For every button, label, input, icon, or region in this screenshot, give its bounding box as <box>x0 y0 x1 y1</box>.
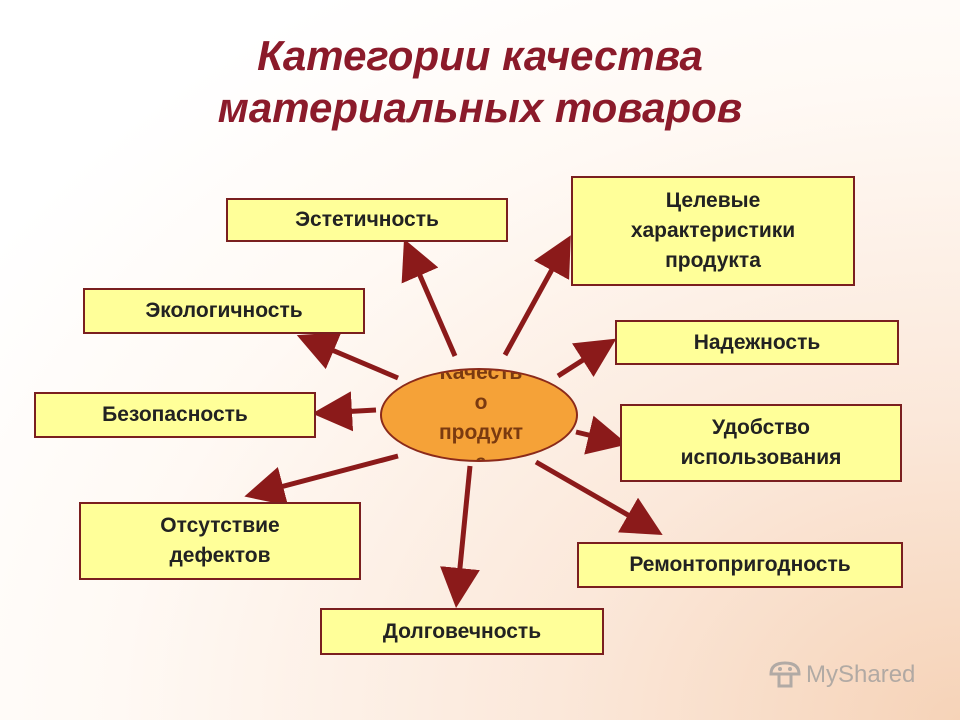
mushroom-logo-icon <box>769 661 801 688</box>
center-line-3: продукт <box>438 421 524 444</box>
node-target-line-3: продукта <box>665 249 761 272</box>
title-line-2: материальных товаров <box>217 84 743 131</box>
arrow-durability <box>440 465 480 608</box>
arrow-repairability <box>534 459 663 535</box>
node-aesthetics: Эстетичность <box>226 198 508 242</box>
node-defects-line-2: дефектов <box>169 544 271 567</box>
node-target-line-1: Целевые <box>665 189 761 212</box>
node-target-line-2: характеристики <box>630 219 796 242</box>
title-line-1: Категории качества <box>257 32 703 79</box>
node-repairability-label: Ремонтопригодность <box>629 553 851 576</box>
arrow-ecology <box>296 332 399 381</box>
node-no-defects: Отсутствие дефектов <box>79 502 361 580</box>
arrow-safety <box>312 391 377 432</box>
page-title: Категории качества материальных товаров <box>0 30 960 134</box>
arrow-aesthetics <box>401 238 458 357</box>
node-usability-line-1: Удобство <box>711 416 811 439</box>
arrow-reliability <box>556 338 617 379</box>
node-durability-label: Долговечность <box>382 619 542 643</box>
center-line-4: а <box>426 448 536 460</box>
node-safety-label: Безопасность <box>102 403 248 426</box>
node-reliability-label: Надежность <box>693 330 821 354</box>
center-node-product-quality: Качеств о продукт а <box>380 368 578 462</box>
node-aesthetics-label: Эстетичность <box>295 208 439 231</box>
arrow-usability <box>575 415 628 455</box>
center-line-1: Качеств <box>439 368 523 384</box>
node-usability: Удобство использования <box>620 404 902 482</box>
node-durability: Долговечность <box>320 608 604 655</box>
arrow-defects <box>244 453 399 506</box>
node-defects-line-1: Отсутствие <box>160 514 280 537</box>
logo-text: MyShared <box>806 661 916 688</box>
node-repairability: Ремонтопригодность <box>577 542 903 588</box>
node-ecology-label: Экологичность <box>145 299 303 322</box>
myshared-logo: MyShared <box>768 660 915 690</box>
node-reliability: Надежность <box>615 320 899 365</box>
arrow-target <box>502 235 571 357</box>
center-line-2: о <box>474 391 488 414</box>
node-usability-line-2: использования <box>680 446 842 469</box>
node-target-characteristics: Целевые характеристики продукта <box>571 176 855 286</box>
node-safety: Безопасность <box>34 392 316 438</box>
node-ecology: Экологичность <box>83 288 365 334</box>
